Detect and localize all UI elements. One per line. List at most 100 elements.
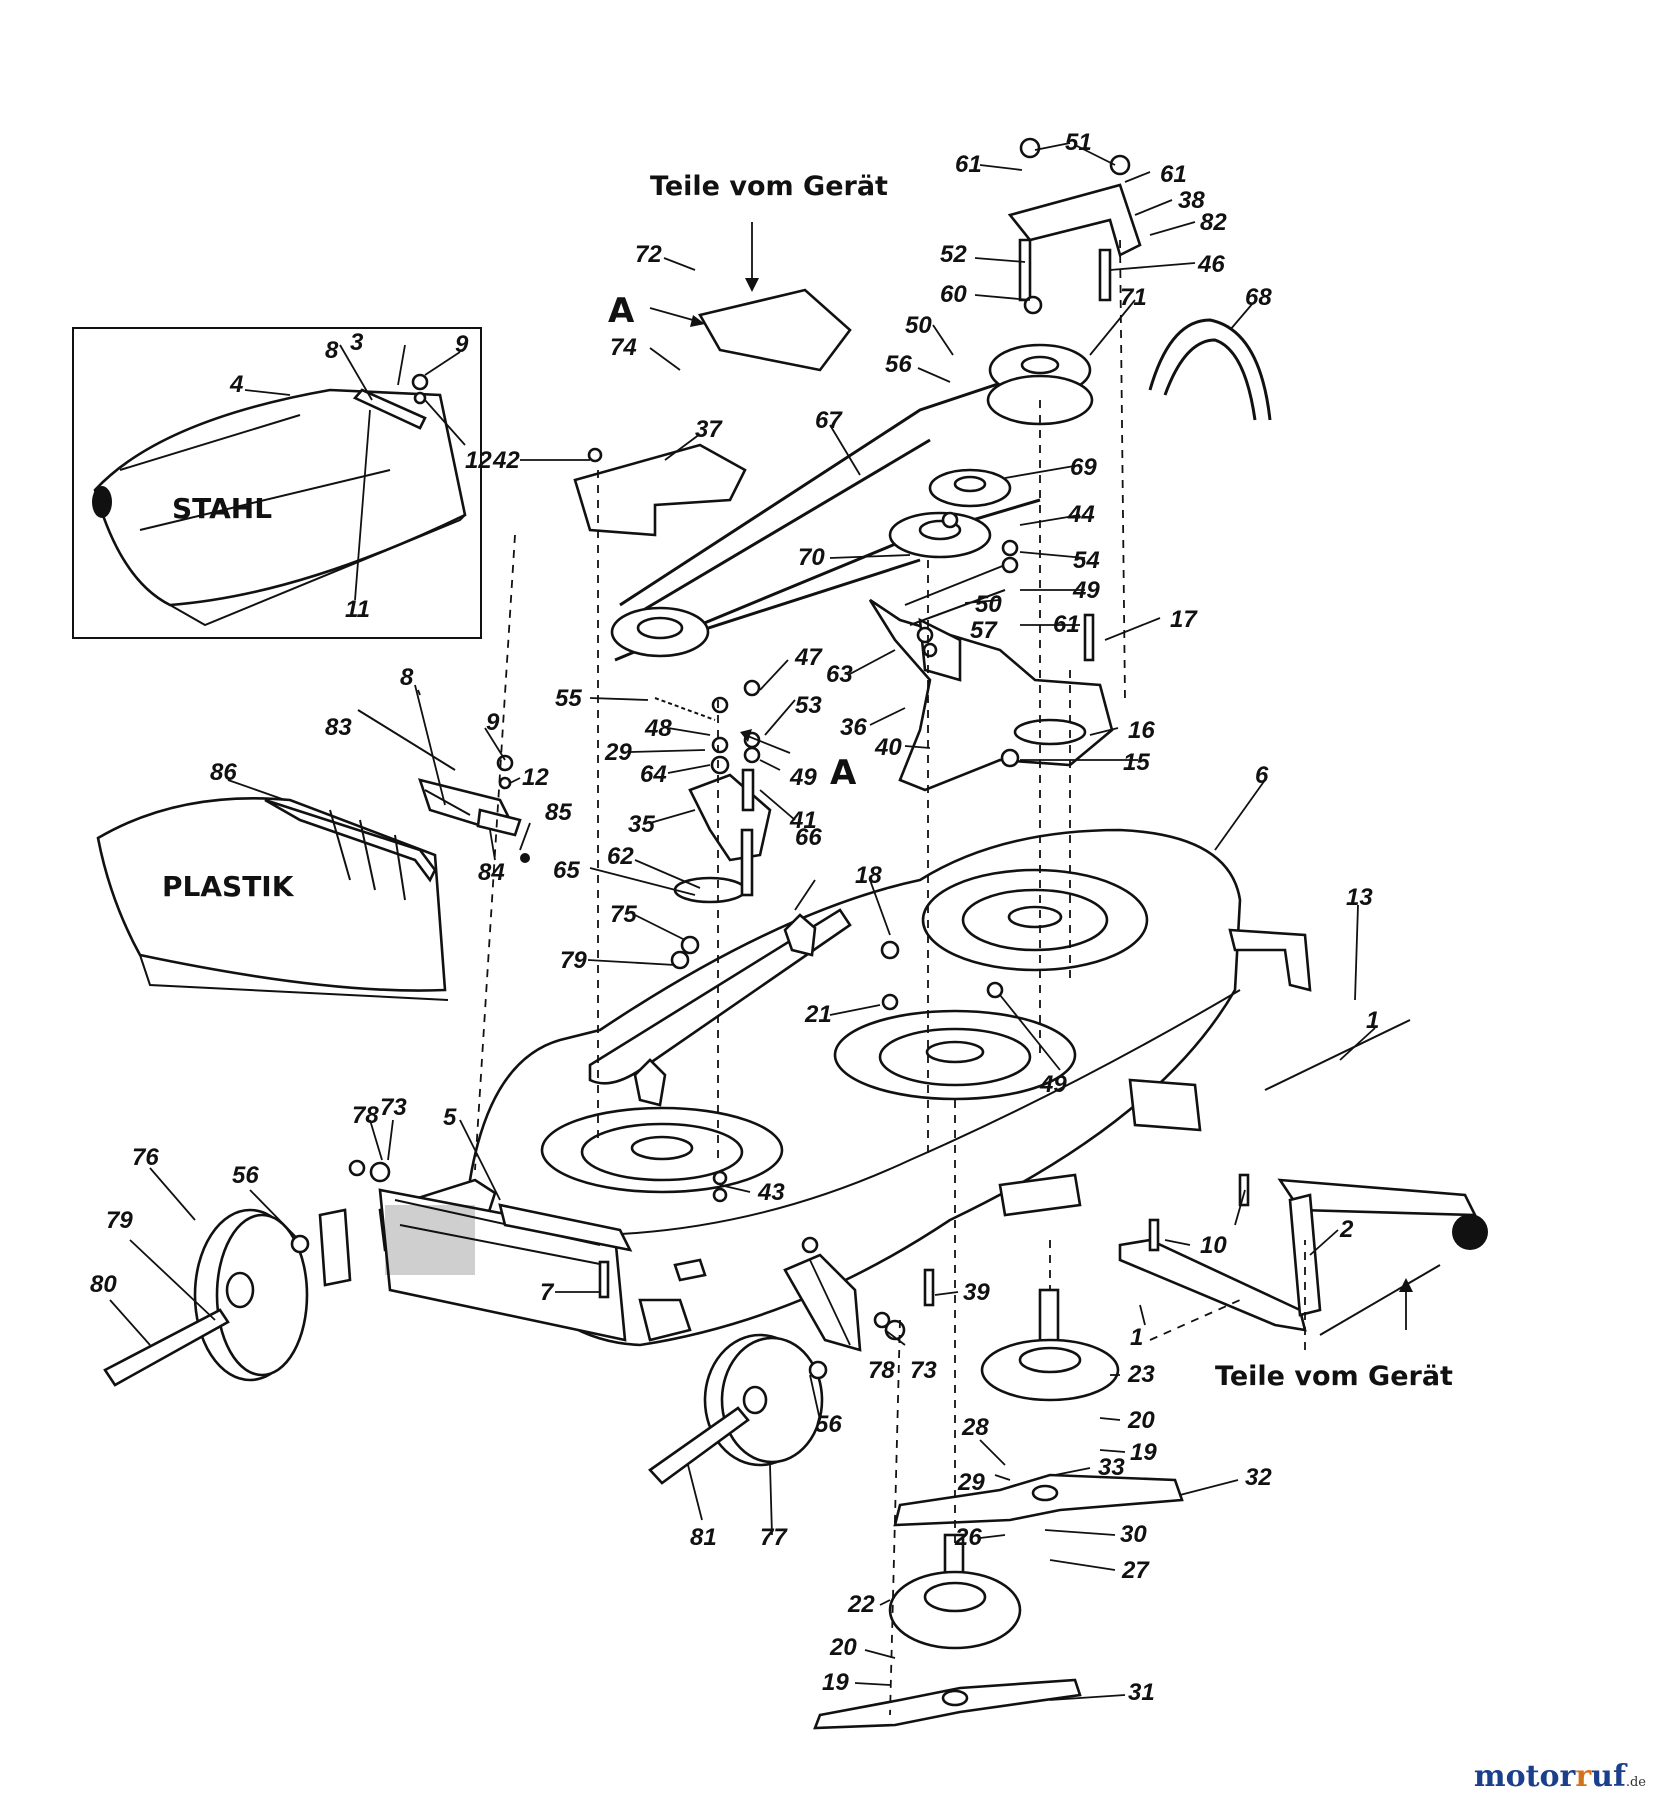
part-label: 52 bbox=[940, 241, 967, 268]
drive-belt-assembly bbox=[610, 137, 1272, 662]
part-label: 1 bbox=[1130, 1324, 1143, 1351]
watermark-logo: motorruf.de bbox=[1474, 1759, 1646, 1794]
part-label: 43 bbox=[757, 1179, 785, 1206]
part-label: 49 bbox=[1039, 1071, 1067, 1098]
part-label: 8 bbox=[325, 337, 339, 364]
part-label: 38 bbox=[1178, 187, 1205, 214]
part-label: 74 bbox=[610, 334, 637, 361]
part-label: 67 bbox=[815, 407, 843, 434]
part-label: 27 bbox=[1121, 1557, 1150, 1584]
part-label: 44 bbox=[1067, 501, 1095, 528]
part-label: 53 bbox=[795, 692, 822, 719]
watermark-part: f bbox=[1612, 1759, 1626, 1794]
tension-spring bbox=[654, 696, 772, 904]
part-label: 84 bbox=[478, 859, 505, 886]
bag-label: PLASTIK bbox=[162, 870, 295, 903]
reference-a-mid: A bbox=[830, 753, 857, 793]
part-label: 7 bbox=[540, 1279, 555, 1306]
caption-bottom-right: Teile vom Gerät bbox=[1215, 1361, 1453, 1392]
watermark-part: r bbox=[1575, 1759, 1592, 1794]
part-label: 56 bbox=[232, 1162, 259, 1189]
part-label: 39 bbox=[963, 1279, 990, 1306]
part-label: 12 bbox=[522, 764, 549, 791]
part-label: 50 bbox=[905, 312, 932, 339]
part-number-labels: 51 61 61 38 82 46 52 60 72 74 71 68 50 5… bbox=[90, 129, 1379, 1706]
part-label: 79 bbox=[560, 947, 587, 974]
gauge-wheels bbox=[103, 1208, 828, 1485]
fasteners bbox=[348, 447, 1095, 1341]
part-label: 56 bbox=[885, 351, 912, 378]
part-label: 42 bbox=[492, 447, 520, 474]
part-label: 60 bbox=[940, 281, 967, 308]
part-label: 85 bbox=[545, 799, 572, 826]
plastic-catcher: PLASTIK bbox=[96, 797, 449, 1001]
part-label: 20 bbox=[1127, 1407, 1155, 1434]
part-label: 3 bbox=[350, 329, 364, 356]
part-label: 83 bbox=[325, 714, 352, 741]
part-label: 49 bbox=[1072, 577, 1100, 604]
part-label: 62 bbox=[607, 843, 634, 870]
part-label: 78 bbox=[868, 1357, 895, 1384]
part-label: 40 bbox=[874, 734, 902, 761]
part-label: 63 bbox=[826, 661, 853, 688]
part-label: 61 bbox=[955, 151, 982, 178]
part-label: 17 bbox=[1170, 606, 1198, 633]
lift-linkage bbox=[1118, 1019, 1488, 1336]
part-label: 29 bbox=[957, 1469, 985, 1496]
part-label: 56 bbox=[815, 1411, 842, 1438]
assembly-lines bbox=[474, 239, 1306, 1716]
part-label: 36 bbox=[840, 714, 867, 741]
part-label: 30 bbox=[1120, 1521, 1147, 1548]
part-label: 73 bbox=[910, 1357, 937, 1384]
part-label: 76 bbox=[132, 1144, 159, 1171]
part-label: 11 bbox=[345, 596, 370, 623]
part-label: 5 bbox=[443, 1104, 457, 1131]
part-label: 16 bbox=[1128, 717, 1155, 744]
part-label: 4 bbox=[229, 371, 243, 398]
watermark-part: u bbox=[1591, 1759, 1613, 1794]
part-label: 65 bbox=[553, 857, 580, 884]
part-label: 2 bbox=[1339, 1216, 1354, 1243]
part-label: 9 bbox=[486, 709, 500, 736]
part-label: 57 bbox=[970, 617, 998, 644]
part-label: 79 bbox=[106, 1207, 133, 1234]
part-label: 66 bbox=[795, 824, 822, 851]
part-label: 64 bbox=[640, 761, 667, 788]
part-label: 33 bbox=[1098, 1454, 1125, 1481]
part-label: 10 bbox=[1200, 1232, 1227, 1259]
part-label: 29 bbox=[604, 739, 632, 766]
part-label: 46 bbox=[1197, 251, 1225, 278]
spindles-blades bbox=[813, 1288, 1184, 1730]
part-label: 80 bbox=[90, 1271, 117, 1298]
part-label: 81 bbox=[690, 1524, 717, 1551]
part-label: 69 bbox=[1070, 454, 1097, 481]
mower-deck bbox=[318, 828, 1312, 1352]
part-label: 37 bbox=[695, 416, 723, 443]
part-label: 15 bbox=[1123, 749, 1150, 776]
part-label: 48 bbox=[644, 715, 672, 742]
catcher-hinge bbox=[357, 709, 530, 863]
caption-top: Teile vom Gerät bbox=[650, 171, 888, 202]
part-label: 61 bbox=[1160, 161, 1187, 188]
part-label: 75 bbox=[610, 901, 637, 928]
part-label: 26 bbox=[954, 1524, 982, 1551]
part-label: 12 bbox=[465, 447, 492, 474]
part-label: 21 bbox=[804, 1001, 832, 1028]
part-label: 61 bbox=[1053, 611, 1080, 638]
part-label: 51 bbox=[1065, 129, 1092, 156]
part-label: 73 bbox=[380, 1094, 407, 1121]
part-label: 8 bbox=[400, 664, 414, 691]
part-label: 50 bbox=[975, 591, 1002, 618]
part-label: 77 bbox=[760, 1524, 788, 1551]
part-label: 28 bbox=[961, 1414, 989, 1441]
inset-steel-catcher: STAHL bbox=[72, 327, 482, 639]
part-label: 22 bbox=[847, 1591, 875, 1618]
part-label: 49 bbox=[789, 764, 817, 791]
part-label: 19 bbox=[822, 1669, 849, 1696]
part-label: 78 bbox=[352, 1102, 379, 1129]
part-label: 32 bbox=[1245, 1464, 1272, 1491]
watermark-part: motor bbox=[1473, 1759, 1576, 1794]
part-label: 31 bbox=[1128, 1679, 1155, 1706]
part-label: 19 bbox=[1130, 1439, 1157, 1466]
